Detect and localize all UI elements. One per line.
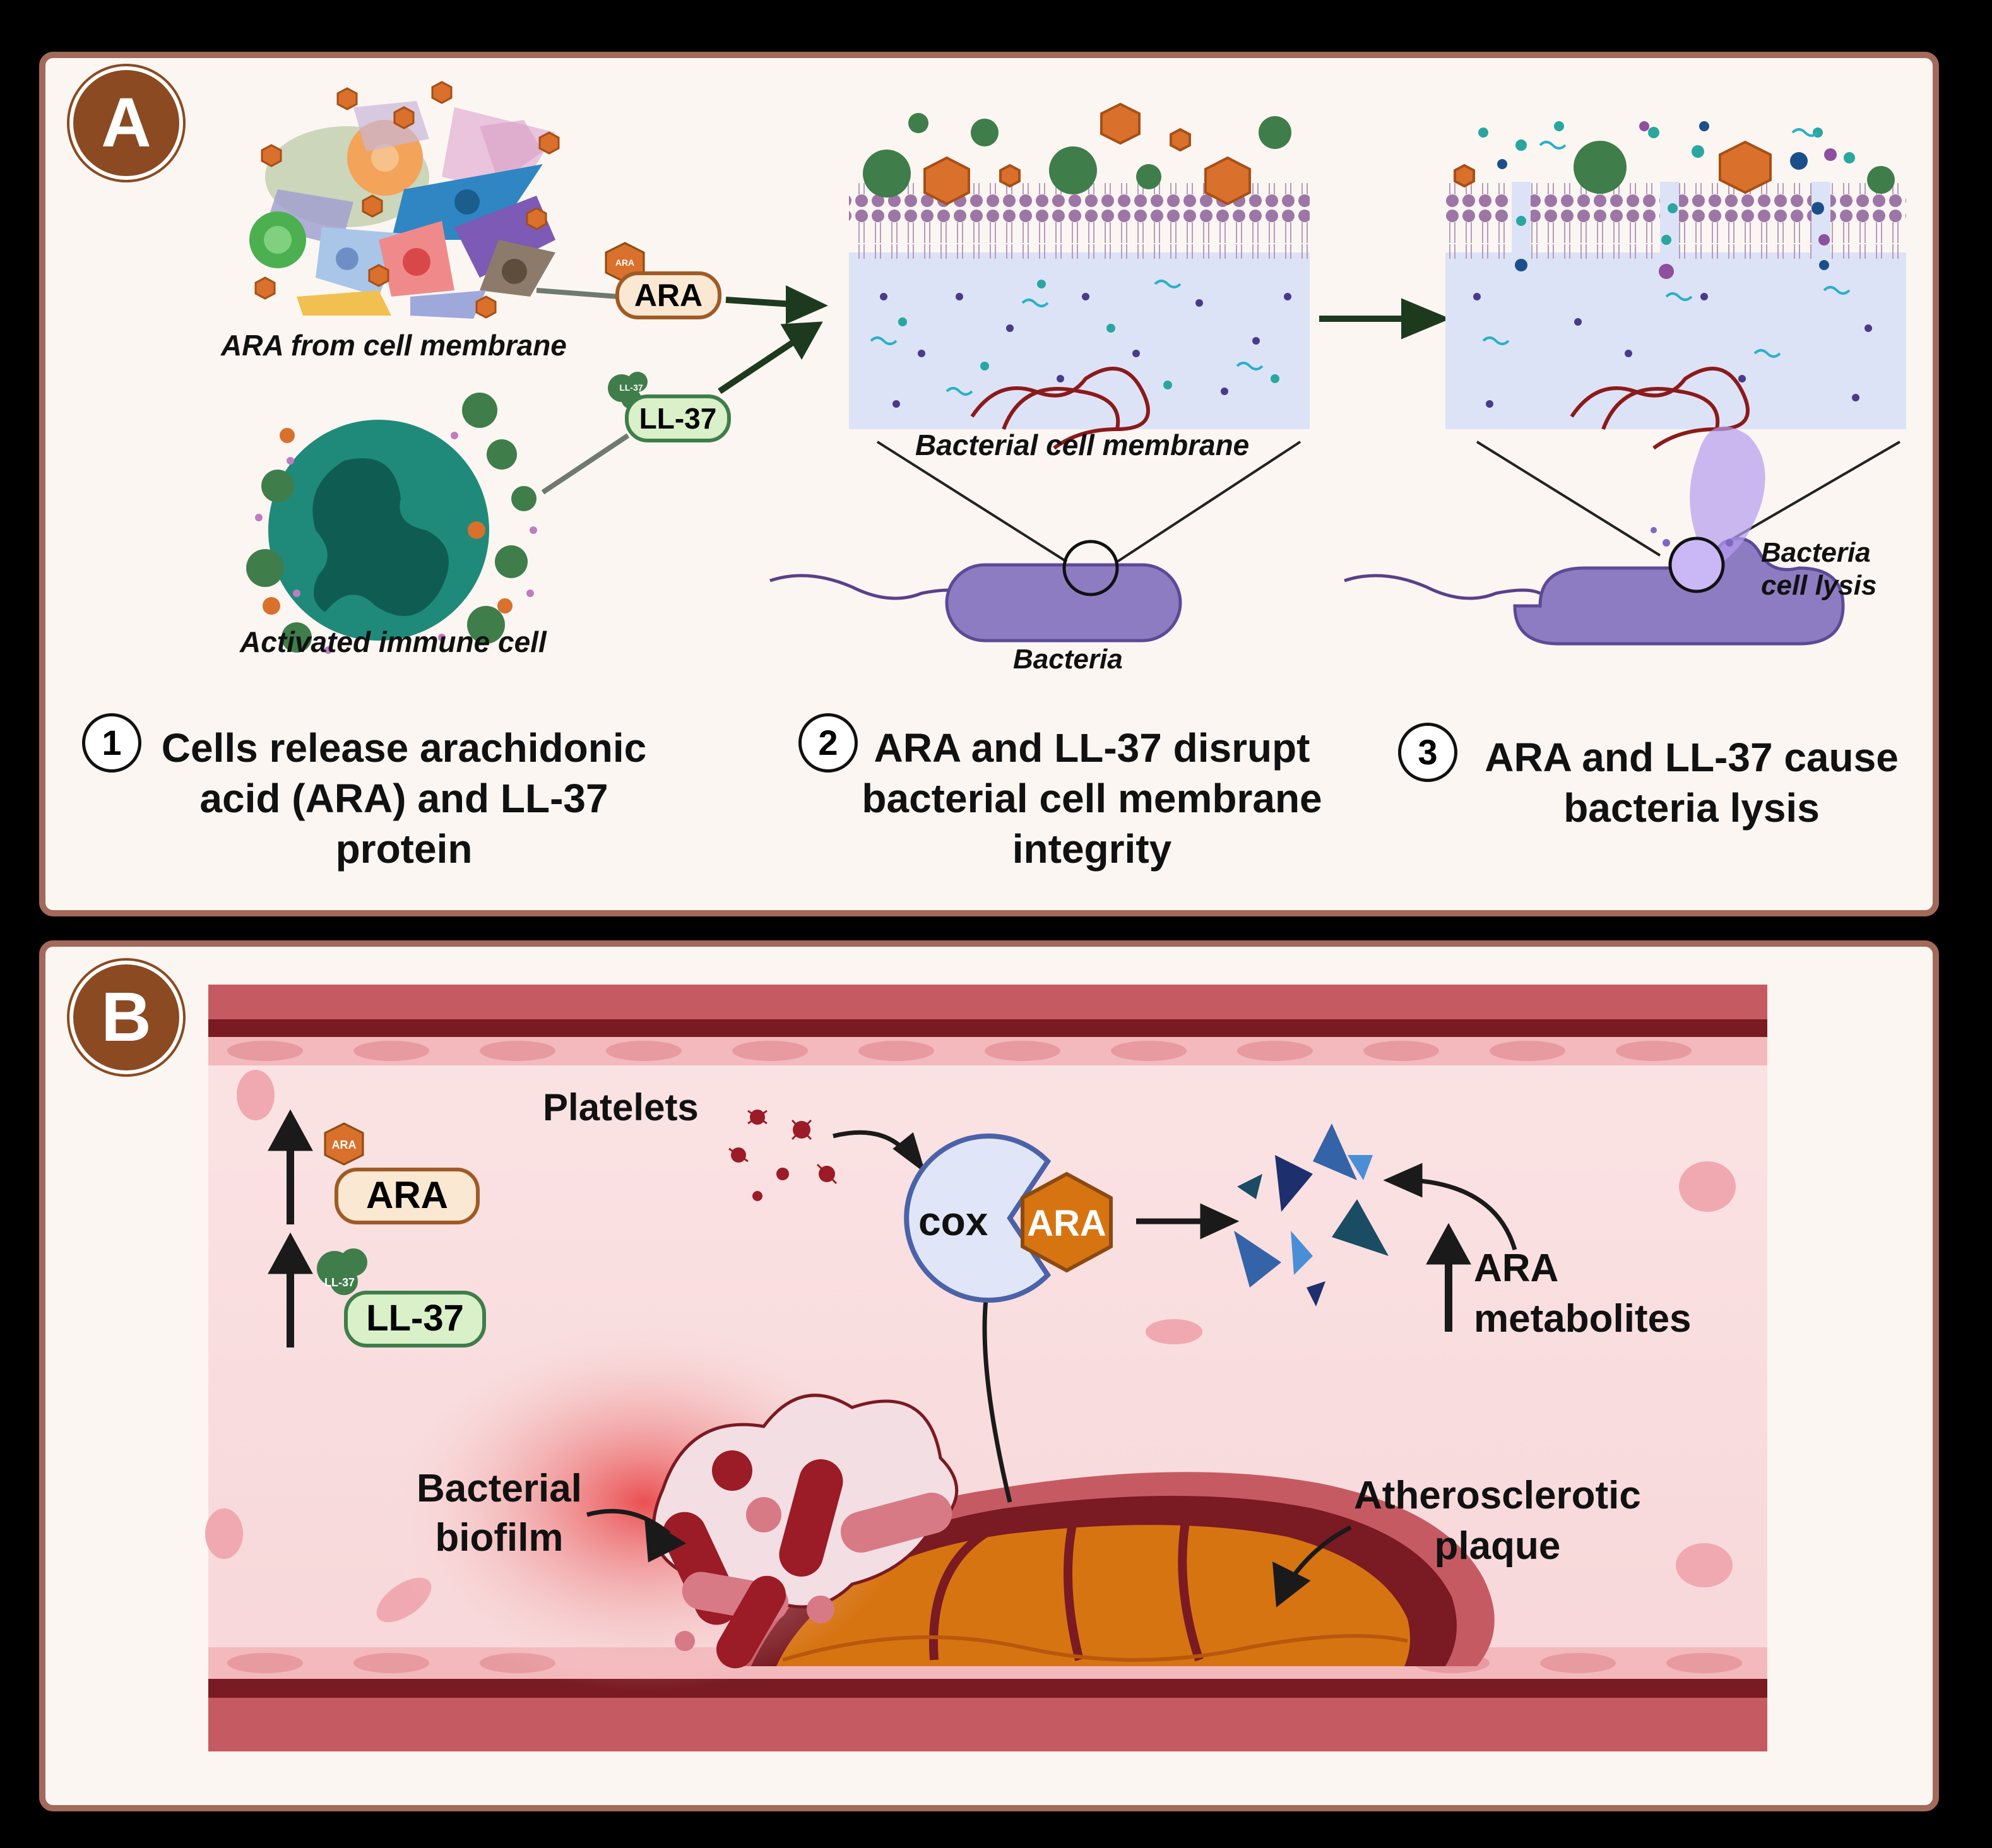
ara-hexagon-b xyxy=(324,1122,364,1166)
ara-hexagon-scatter xyxy=(254,81,560,319)
membrane-disrupted xyxy=(1445,121,1906,450)
step-3-line2: bacteria lysis xyxy=(1563,785,1820,831)
step-3-number: 3 xyxy=(1398,723,1457,782)
immune-cell-label: Activated immune cell xyxy=(240,625,547,658)
metabolites-label: ARA metabolites xyxy=(1474,1243,1692,1344)
bacteria-lysed xyxy=(1344,426,1845,646)
step-2-number: 2 xyxy=(798,713,858,773)
metabolites-line2: metabolites xyxy=(1474,1297,1692,1341)
lysis-label: Bacteria cell lysis xyxy=(1761,536,1876,602)
zoom-lines xyxy=(876,441,1901,563)
bacteria-label: Bacteria xyxy=(1013,644,1123,675)
step-1-line3: protein xyxy=(335,826,473,872)
cox-enzyme xyxy=(904,1134,1052,1303)
panel-badge-b: B xyxy=(69,961,183,1074)
step-2-line1: ARA and LL-37 disrupt xyxy=(874,725,1310,771)
step-2-line3: integrity xyxy=(1012,826,1172,872)
bacteria-intact xyxy=(769,540,1182,643)
platelets xyxy=(728,1110,838,1201)
biofilm-label: Bacterial biofilm xyxy=(417,1464,582,1563)
lysis-label-line1: Bacteria xyxy=(1761,537,1871,568)
plaque-line2: plaque xyxy=(1434,1524,1561,1568)
step-3-caption: ARA and LL-37 cause bacteria lysis xyxy=(1458,732,1925,833)
plaque-line1: Atherosclerotic xyxy=(1354,1474,1641,1517)
step-1-line1: Cells release arachidonic xyxy=(161,725,647,771)
ara-up-pill: ARA xyxy=(335,1168,480,1224)
bacterial-biofilm xyxy=(652,1394,959,1669)
atherosclerotic-plaque xyxy=(726,1472,1495,1666)
lysis-label-line2: cell lysis xyxy=(1761,570,1877,601)
membrane-label: Bacterial cell membrane xyxy=(915,429,1250,461)
flow-arrows-a xyxy=(536,285,1450,495)
cox-ara-hexagon xyxy=(1021,1171,1113,1273)
step-2-line2: bacterial cell membrane xyxy=(862,776,1322,821)
panel-badge-a: A xyxy=(69,66,183,180)
cell-cluster xyxy=(249,101,555,319)
membrane-intact xyxy=(849,102,1310,450)
step-1-caption: Cells release arachidonic acid (ARA) and… xyxy=(139,723,669,874)
step-1-line2: acid (ARA) and LL-37 xyxy=(199,776,608,821)
biofilm-line1: Bacterial xyxy=(417,1467,582,1510)
ll37-cluster-b xyxy=(317,1248,367,1295)
ll37-up-pill: LL-37 xyxy=(344,1291,486,1348)
ll37-pill: LL-37 xyxy=(625,394,731,442)
metabolites-line1: ARA xyxy=(1474,1247,1559,1290)
step-1-number: 1 xyxy=(82,713,141,773)
plaque-label: Atherosclerotic plaque xyxy=(1354,1471,1641,1572)
ara-pill: ARA xyxy=(615,271,721,319)
step-3-line1: ARA and LL-37 cause xyxy=(1485,735,1899,780)
cox-ara-label: ARA xyxy=(1027,1203,1106,1244)
ara-up-hex-label: ARA xyxy=(331,1139,357,1151)
ll37-up-cluster-label: LL-37 xyxy=(324,1276,355,1289)
biofilm-line2: biofilm xyxy=(435,1516,564,1560)
immune-cell xyxy=(246,393,537,654)
platelets-label: Platelets xyxy=(543,1086,699,1128)
ara-pill-hex-label: ARA xyxy=(615,258,635,268)
ll37-pill-cluster-label: LL-37 xyxy=(619,382,643,393)
cox-label: cox xyxy=(918,1199,988,1244)
ara-metabolites xyxy=(1234,1123,1389,1306)
ara-source-label: ARA from cell membrane xyxy=(221,329,567,362)
step-2-caption: ARA and LL-37 disrupt bacterial cell mem… xyxy=(839,723,1344,874)
